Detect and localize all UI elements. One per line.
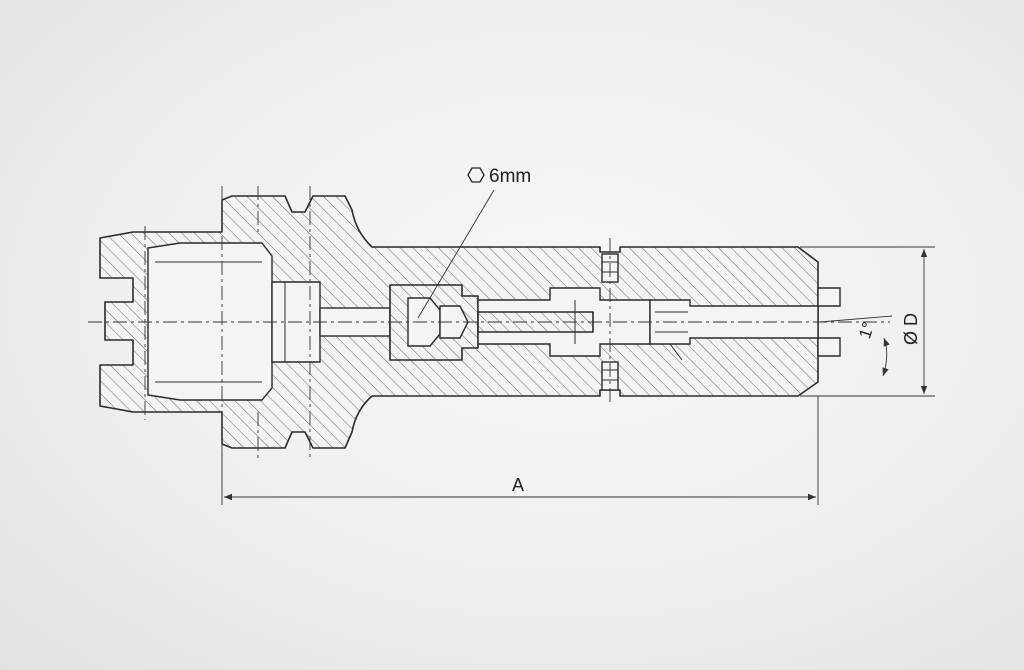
hex-size-label: 6mm	[489, 166, 531, 187]
tool-bore-step	[655, 311, 688, 333]
hsk-bore	[147, 242, 273, 401]
bore-chamfer-line	[669, 343, 683, 361]
angle-label: 1°	[855, 320, 878, 341]
screw-tip	[439, 305, 469, 339]
coolant-channel	[319, 307, 391, 337]
angle-ray	[819, 315, 893, 323]
diameter-label: Ø D	[901, 313, 921, 345]
dimension-diameter: Ø D	[800, 246, 935, 397]
length-label: A	[512, 475, 524, 495]
hexagon-socket-icon	[467, 167, 485, 183]
hex-callout: 6mm	[417, 166, 531, 319]
centerlines	[88, 186, 890, 458]
dimension-angle: 1°	[819, 315, 893, 377]
leader-line	[417, 189, 495, 319]
dimension-length: A	[221, 396, 819, 505]
angle-arc	[882, 337, 890, 377]
